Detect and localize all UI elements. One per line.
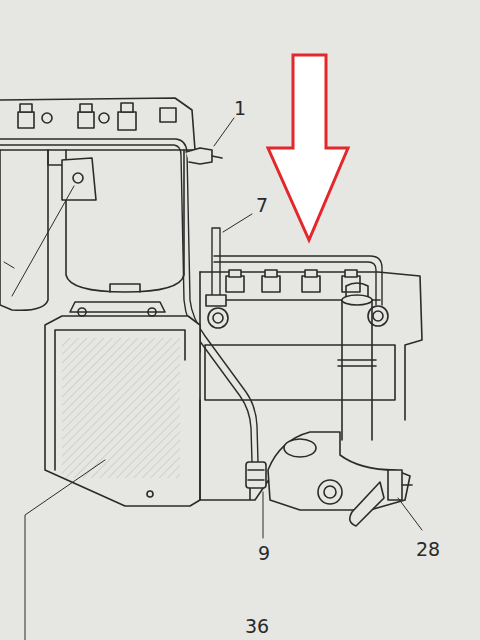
injection-pump-body (200, 272, 422, 420)
pointer-arrow (268, 55, 348, 240)
filter-head (0, 98, 195, 150)
pipe-clip (186, 148, 212, 164)
delivery-valves (226, 270, 360, 292)
vent-pipe (212, 228, 220, 300)
leak-off-pipe (214, 256, 382, 305)
priming-pump (342, 300, 372, 440)
banjo-union (246, 462, 266, 488)
hose (350, 482, 384, 526)
filter-bolts (18, 103, 176, 130)
governor-housing (45, 316, 200, 506)
page-number: 36 (245, 617, 269, 636)
lift-pump (268, 432, 410, 510)
callout-number: 28 (416, 540, 440, 559)
callout-number: 7 (256, 196, 268, 215)
callout-number: 9 (258, 544, 270, 563)
callout-number: 1 (234, 99, 246, 118)
fuel-filter-left (0, 150, 48, 310)
